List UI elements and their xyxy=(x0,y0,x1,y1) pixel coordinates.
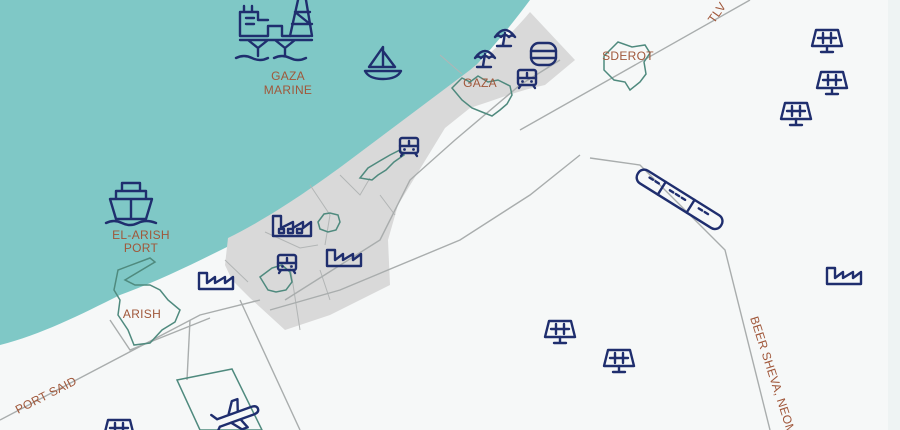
gaza-marine-label: MARINE xyxy=(264,83,312,97)
gaza-strip xyxy=(225,12,575,330)
arish-outline xyxy=(113,257,181,346)
gaza-label: GAZA xyxy=(463,76,497,90)
road-coastal xyxy=(0,299,261,421)
airport-area xyxy=(175,368,263,430)
khan-younis-outline xyxy=(317,212,341,233)
road-gaza xyxy=(284,59,561,301)
oil-rig-icon xyxy=(234,0,314,62)
gaza-marine-label: GAZA xyxy=(271,69,305,83)
el-arish-port-label: PORT xyxy=(124,241,159,255)
road-airport xyxy=(186,319,191,381)
road-tlv xyxy=(519,0,751,131)
map-edge xyxy=(888,0,900,430)
deir-al-balah-outline xyxy=(358,149,406,181)
airplane-icon xyxy=(210,397,260,430)
arish-label: ARISH xyxy=(123,307,161,321)
storage-tank-icon xyxy=(529,41,558,67)
el-arish-port-label: EL-ARISH xyxy=(112,228,170,242)
rafah-outline xyxy=(259,264,293,293)
sea xyxy=(0,0,530,345)
gaza-city-outline xyxy=(450,75,513,117)
sailboat-icon xyxy=(363,45,403,81)
ship-icon xyxy=(104,181,158,227)
road-arish xyxy=(109,317,211,351)
sderot-label: SDEROT xyxy=(602,49,654,63)
road-beer-sheva xyxy=(589,157,771,430)
high-speed-train-icon xyxy=(635,168,724,231)
road-inner xyxy=(269,154,581,311)
sderot-outline xyxy=(603,41,651,92)
